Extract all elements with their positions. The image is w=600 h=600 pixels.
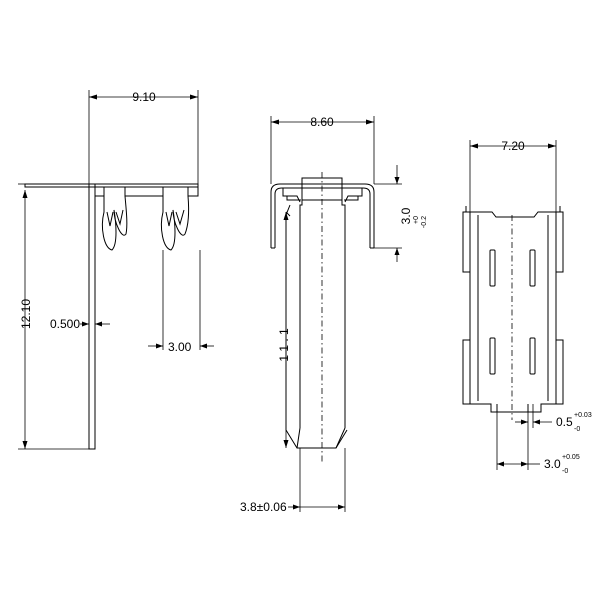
side-right-lug — [187, 187, 199, 197]
dim-top-tab: 3.0 — [544, 457, 561, 471]
front-leg — [285, 204, 348, 449]
top-right-tab-upper — [555, 211, 564, 273]
dim-side-width: 9.10 — [132, 90, 156, 104]
dim-front-height: 3.0 — [399, 207, 413, 224]
dim-side-height: 12.10 — [19, 299, 33, 329]
side-left-spring — [101, 195, 128, 251]
side-right-spring-detail — [165, 209, 185, 227]
front-cap-inner — [274, 187, 371, 248]
front-left-shoulder — [282, 188, 301, 203]
dim-top-slot-tol-upper: +0.03 — [574, 412, 592, 419]
top-view: 7.20 0.5 +0.03 -0 3.0 +0.05 -0 — [462, 139, 592, 475]
front-shaft-right — [341, 200, 346, 428]
side-top-bar — [24, 183, 199, 188]
front-cap-outer — [270, 183, 375, 248]
dim-top-tab-tol-lower: -0 — [562, 468, 568, 475]
dim-front-length: 1 1 . 1 — [277, 328, 291, 362]
dim-front-height-tol-lower: -0.2 — [421, 216, 428, 228]
front-right-shoulder — [344, 188, 363, 203]
dim-front-pin-width: 3.8±0.06 — [240, 500, 287, 514]
top-slot-upper-right — [529, 249, 536, 287]
side-view: 9.10 12.10 0.500 3.00 — [18, 90, 214, 450]
top-body — [469, 211, 557, 413]
side-plate — [88, 183, 96, 450]
side-center-notch — [124, 187, 164, 197]
top-left-tab-lower — [462, 339, 471, 405]
dim-top-tab-tol-upper: +0.05 — [562, 454, 580, 461]
side-right-spring — [160, 195, 190, 251]
top-slot-lower-right — [529, 337, 536, 375]
front-tip — [296, 427, 346, 449]
dim-top-slot: 0.5 — [556, 415, 573, 429]
dim-front-width: 8.60 — [310, 115, 334, 129]
dim-top-width: 7.20 — [501, 139, 525, 153]
front-view: 8.60 3.0 +0 -0.2 1 1 . 1 3.8±0.06 — [240, 115, 428, 514]
top-right-tab-lower — [555, 339, 564, 405]
top-slot-lower-left — [489, 337, 496, 375]
front-shaft-left — [299, 200, 303, 428]
dim-side-thickness: 0.500 — [50, 317, 80, 331]
side-left-spring-detail — [106, 209, 124, 227]
top-slot-upper-left — [489, 249, 496, 287]
side-left-lug — [94, 187, 105, 197]
top-left-tab-upper — [462, 211, 471, 273]
dim-top-slot-tol-lower: -0 — [574, 426, 580, 433]
dim-front-height-tol-upper: +0 — [413, 216, 420, 224]
dim-side-pitch: 3.00 — [168, 340, 192, 354]
